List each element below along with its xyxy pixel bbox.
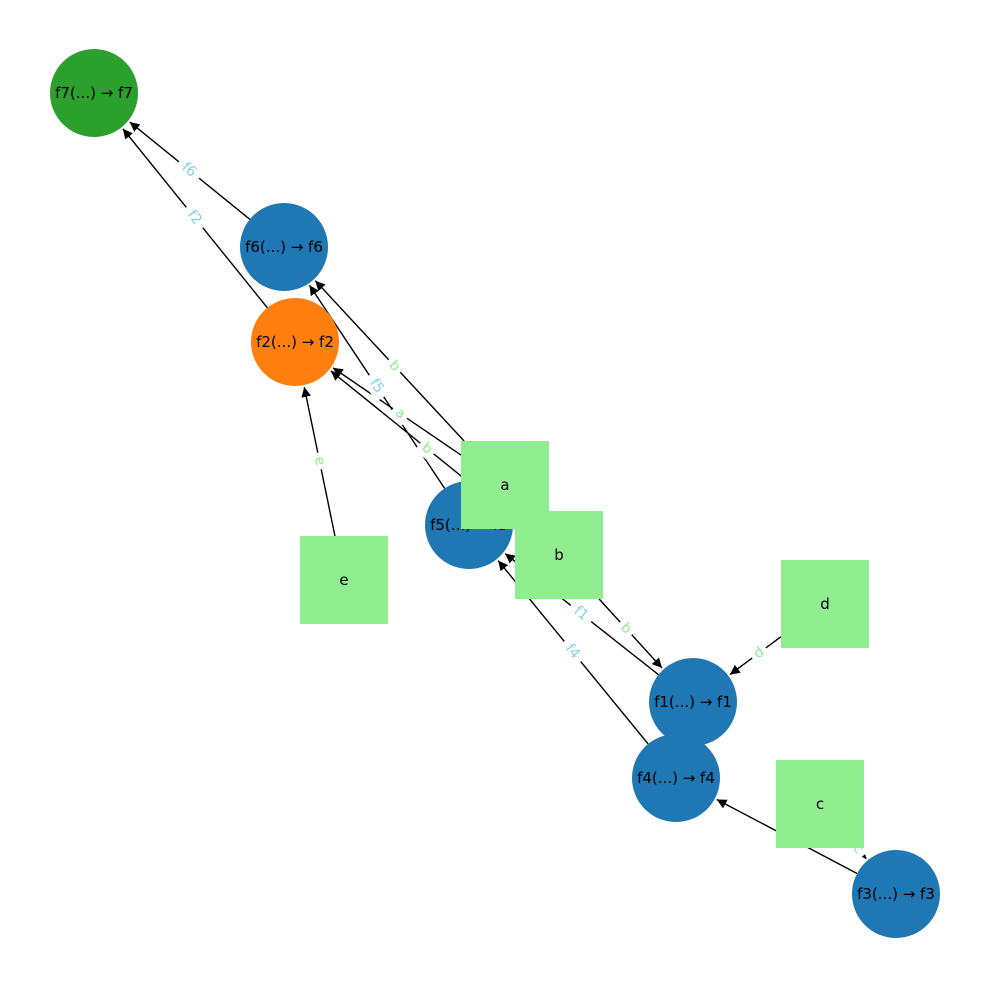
node-square-e	[300, 536, 388, 624]
edge-label-group-d-to-f1: d	[746, 640, 772, 666]
node-f3: f3(...) → f3	[852, 850, 940, 938]
node-label-d: d	[820, 595, 830, 613]
node-b: b	[515, 511, 603, 599]
edge-label-bg	[557, 635, 588, 668]
node-circle-f1	[649, 658, 737, 746]
edge-label-bg	[173, 154, 205, 186]
edge-label-bg	[746, 640, 772, 666]
edge-label-e-to-f2: e	[311, 455, 328, 467]
node-square-b	[515, 511, 603, 599]
edge-label-group-f6-to-f7: f6	[173, 154, 205, 186]
edge-label-group-b-to-f2: b	[414, 436, 440, 461]
edge-label-bg	[382, 353, 407, 379]
node-circle-f2	[251, 298, 339, 386]
edge-label-group-f1-to-f5: f1	[565, 598, 597, 629]
node-f7: f7(...) → f7	[50, 49, 138, 137]
node-label-f1: f1(...) → f1	[654, 693, 732, 711]
edge-label-group-a-to-f2: a	[387, 401, 413, 426]
node-square-d	[781, 560, 869, 648]
node-d: d	[781, 560, 869, 648]
node-label-f6: f6(...) → f6	[245, 238, 323, 256]
node-square-c	[776, 760, 864, 848]
edge-label-group-f4-to-f5: f4	[557, 635, 588, 668]
edge-label-bg	[613, 616, 639, 641]
node-label-b: b	[554, 546, 564, 564]
node-circle-f7	[50, 49, 138, 137]
node-e: e	[300, 536, 388, 624]
edge-label-bg	[414, 436, 440, 461]
node-label-c: c	[816, 795, 824, 813]
edge-label-bg	[387, 401, 413, 426]
edge-label-bg	[845, 836, 871, 862]
node-f2: f2(...) → f2	[251, 298, 339, 386]
node-label-f2: f2(...) → f2	[256, 333, 334, 351]
edge-label-bg	[308, 450, 331, 472]
node-label-a: a	[500, 476, 509, 494]
edge-label-bg	[361, 370, 392, 402]
edge-label-group-f2-to-f7: f2	[179, 201, 210, 234]
edge-label-group-b-to-f1: b	[613, 616, 639, 641]
node-circle-f6	[240, 203, 328, 291]
node-c: c	[776, 760, 864, 848]
node-f6: f6(...) → f6	[240, 203, 328, 291]
edge-label-group-f5-to-f6: f5	[361, 370, 392, 402]
edge-label-group-e-to-f2: e	[308, 450, 331, 472]
node-circle-f3	[852, 850, 940, 938]
node-f4: f4(...) → f4	[632, 734, 720, 822]
node-f1: f1(...) → f1	[649, 658, 737, 746]
node-label-f7: f7(...) → f7	[55, 84, 133, 102]
node-label-f4: f4(...) → f4	[637, 769, 715, 787]
node-label-e: e	[339, 571, 348, 589]
node-circle-f4	[632, 734, 720, 822]
edge-label-bg	[565, 598, 597, 629]
node-label-f3: f3(...) → f3	[857, 885, 935, 903]
edge-label-bg	[179, 201, 210, 234]
edge-label-group-a-to-f6: b	[382, 353, 407, 379]
